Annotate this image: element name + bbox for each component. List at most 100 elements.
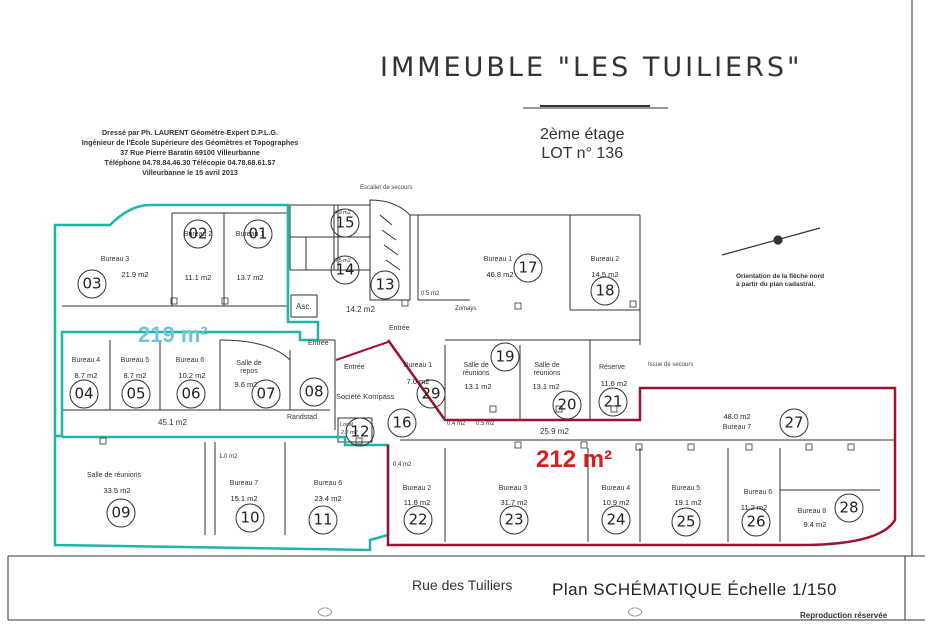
room-area-05: 8.7 m2 <box>123 371 147 380</box>
lot-outline-red-inner <box>335 341 389 361</box>
title-underline <box>523 105 668 109</box>
randstad-label: Randstad <box>287 414 317 421</box>
room-area-03: 21.9 m2 <box>121 270 149 279</box>
room-number-17: 17 <box>513 253 543 283</box>
corridor-area-45: 45.1 m2 <box>158 418 187 427</box>
small-area-05b: 0.5 m2 <box>476 421 495 427</box>
punch-marks <box>317 607 643 617</box>
zomays-label: Zomays <box>455 306 477 312</box>
room-name-25: Bureau 5 <box>671 485 701 492</box>
room-area-19: 13.1 m2 <box>464 382 492 391</box>
room-name-07: Salle de repos <box>236 360 262 375</box>
room-name-09: Salle de réunions <box>86 472 142 479</box>
room-area-23: 31.7 m2 <box>500 498 528 507</box>
room-name-24: Bureau 4 <box>601 485 631 492</box>
room-number-08: 08 <box>299 377 329 407</box>
room-name-04: Bureau 4 <box>71 357 101 364</box>
north-note-line-1: Orientation de la flèche nord <box>736 273 825 280</box>
room-name-06: Bureau 6 <box>175 357 205 364</box>
room-number-21: 21 <box>598 387 628 417</box>
room-area-11: 23.4 m2 <box>314 494 342 503</box>
room-name-19: Salle de réunions <box>462 362 490 377</box>
room-number-28: 28 <box>834 493 864 523</box>
credit-line-2: Ingénieur de l'École Supérieure des Géom… <box>81 138 299 147</box>
room-number-19: 19 <box>490 342 520 372</box>
room-area-22: 11.8 m2 <box>403 498 431 507</box>
page-border <box>7 0 925 621</box>
room-name-26: Bureau 6 <box>743 489 773 496</box>
room-area-06: 10.2 m2 <box>178 371 206 380</box>
credit-line-5: Villeurbanne le 15 avril 2013 <box>142 168 238 177</box>
room-number-29: 29 <box>416 379 446 409</box>
room-number-18: 18 <box>590 276 620 306</box>
small-area-04a: 0.4 m2 <box>447 421 466 427</box>
room-area-17: 46.8 m2 <box>486 270 514 279</box>
room-number-06: 06 <box>176 379 206 409</box>
cyan-total-area: 219 m² <box>138 322 208 347</box>
room-number-23: 23 <box>499 505 529 535</box>
room-name-03: Bureau 3 <box>100 256 130 263</box>
corridor-area-259: 25.9 m2 <box>540 427 569 436</box>
small-area-04c: 0.4 m2 <box>393 462 412 468</box>
room-area-25: 19.1 m2 <box>674 498 702 507</box>
credit-line-3: 37 Rue Pierre Baratin 69100 Villeurbanne <box>120 148 260 157</box>
room-area-04: 8.7 m2 <box>74 371 98 380</box>
room-name-29: Bureau 1 <box>403 362 433 369</box>
room-number-22: 22 <box>403 505 433 535</box>
room-number-03: 03 <box>77 269 107 299</box>
room-number-14: 14 <box>330 255 360 285</box>
page-title: IMMEUBLE "LES TUILIERS" <box>380 52 803 83</box>
asc-label: Asc. <box>296 302 312 311</box>
room-area-18: 14.5 m2 <box>591 270 619 279</box>
entree-label-3: Entrée <box>389 325 410 332</box>
lot-line: LOT n° 136 <box>541 145 624 162</box>
room-name-28: Bureau 8 <box>797 508 827 515</box>
room-number-15: 15 <box>330 208 360 238</box>
room-number-04: 04 <box>69 379 99 409</box>
room-number-09: 09 <box>106 498 136 528</box>
room-name-05: Bureau 5 <box>120 357 150 364</box>
room-name-27: Bureau 7 <box>722 424 752 431</box>
north-arrow-icon <box>721 227 821 256</box>
societe-label: Société Kompass <box>336 392 395 401</box>
room-area-10: 15.1 m2 <box>230 494 258 503</box>
room-number-25: 25 <box>671 507 701 537</box>
escalier-label: Escalier de secours <box>360 185 413 191</box>
room-area-28: 9.4 m2 <box>803 520 827 529</box>
room-number-24: 24 <box>601 505 631 535</box>
corridor-area-142: 14.2 m2 <box>346 305 375 314</box>
room-name-20: Salle de réunions <box>533 362 561 377</box>
room-number-02: 02 <box>183 219 213 249</box>
room-area-09: 33.5 m2 <box>103 486 131 495</box>
entree-label-2: Entrée <box>344 364 365 371</box>
entree-label-1: Entrée <box>308 340 329 347</box>
room-area-02: 11.1 m2 <box>184 273 212 282</box>
room-area-24: 10.9 m2 <box>602 498 630 507</box>
room-number-20: 20 <box>552 390 582 420</box>
room-number-26: 26 <box>741 507 771 537</box>
red-total-area: 212 m² <box>536 446 613 473</box>
room-number-11: 11 <box>308 505 338 535</box>
north-note: Orientation de la flèche nord à partir d… <box>736 273 824 289</box>
credit-line-4: Téléphone 04.78.84.46.30 Télécopie 04.78… <box>104 158 276 167</box>
room-number-07: 07 <box>251 379 281 409</box>
room-name-18: Bureau 2 <box>590 256 620 263</box>
surveyor-credit: Dressé par Ph. LAURENT Géomètre-Expert D… <box>40 128 340 178</box>
room-area-01: 13.7 m2 <box>236 273 264 282</box>
room-number-10: 10 <box>235 503 265 533</box>
room-name-22: Bureau 2 <box>402 485 432 492</box>
lot-outline-red <box>386 339 897 547</box>
room-area-29: 7.0 m2 <box>406 377 430 386</box>
plan-scale: Plan SCHÉMATIQUE Échelle 1/150 <box>552 580 837 599</box>
room-number-01: 01 <box>243 219 273 249</box>
room-area-21: 11.6 m2 <box>600 379 628 388</box>
room-name-21: Réserve <box>598 364 626 371</box>
issue-label: Issue de secours <box>648 362 694 368</box>
room-area-07: 9.6 m2 <box>234 380 258 389</box>
credit-line-1: Dressé par Ph. LAURENT Géomètre-Expert D… <box>101 128 278 137</box>
small-area-05: 0.5 m2 <box>421 291 440 297</box>
room-number-13: 13 <box>370 270 400 300</box>
room-area-27: 48.0 m2 <box>723 412 751 421</box>
room-name-23: Bureau 3 <box>498 485 528 492</box>
